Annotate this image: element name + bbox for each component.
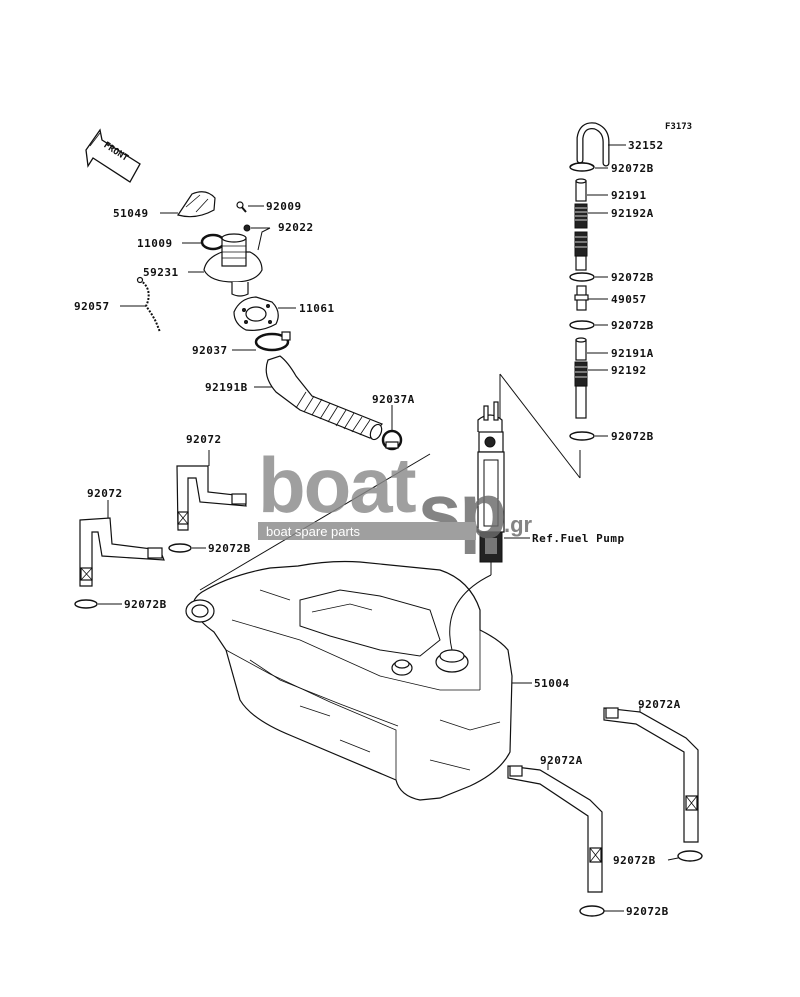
part-label: 11009 xyxy=(137,237,173,250)
watermark-brand-left: boat xyxy=(258,441,417,529)
part-label: 92072B xyxy=(208,542,251,555)
part-label: 92037 xyxy=(192,344,228,357)
part-label: 59231 xyxy=(143,266,179,279)
part-label: 92009 xyxy=(266,200,302,213)
part-label: 92072B xyxy=(613,854,656,867)
part-label: 92072B xyxy=(626,905,669,918)
part-label: 92072B xyxy=(611,319,654,332)
strap-right-lower xyxy=(507,764,603,893)
part-label: 51049 xyxy=(113,207,149,220)
part-label: 92192A xyxy=(611,207,654,220)
part-label: 92072 xyxy=(186,433,222,446)
watermark-domain: .gr xyxy=(504,512,533,537)
part-label: 92072B xyxy=(124,598,167,611)
part-label: 92191B xyxy=(205,381,248,394)
part-label: 51004 xyxy=(534,677,570,690)
vent-hose-assembly xyxy=(569,122,626,441)
ref-fuel-pump-label: Ref.Fuel Pump xyxy=(532,532,625,545)
filler-cap-assembly xyxy=(120,191,403,451)
part-label: 49057 xyxy=(611,293,647,306)
part-label: 92191 xyxy=(611,189,647,202)
part-label: 92072A xyxy=(638,698,681,711)
part-label: 92072A xyxy=(540,754,583,767)
part-label: 32152 xyxy=(628,139,664,152)
strap-left-lower xyxy=(79,500,165,587)
part-label: 92072B xyxy=(611,271,654,284)
part-label: 92191A xyxy=(611,347,654,360)
figure-id: F3173 xyxy=(665,122,692,132)
part-label: 92057 xyxy=(74,300,110,313)
strap-left-upper xyxy=(176,450,247,531)
fuel-pump-reference xyxy=(477,401,530,575)
watermark-tagline: boat spare parts xyxy=(266,524,360,539)
strap-right-upper xyxy=(603,706,699,843)
part-label: 11061 xyxy=(299,302,335,315)
watermark-tagline-bar xyxy=(258,522,476,540)
watermark-brand-right: sp xyxy=(418,467,505,555)
watermark: boat sp .gr boat spare parts xyxy=(258,441,533,555)
part-label: 92072B xyxy=(611,162,654,175)
part-label: 92072B xyxy=(611,430,654,443)
part-label: 92072 xyxy=(87,487,123,500)
part-labels: 32152 92072B 92191 92192A 92072B 49057 9… xyxy=(74,139,681,918)
part-label: 92022 xyxy=(278,221,314,234)
part-label: 92192 xyxy=(611,364,647,377)
front-direction-arrow: FRONT xyxy=(85,128,141,183)
part-label: 92037A xyxy=(372,393,415,406)
fuel-tank xyxy=(185,560,532,801)
